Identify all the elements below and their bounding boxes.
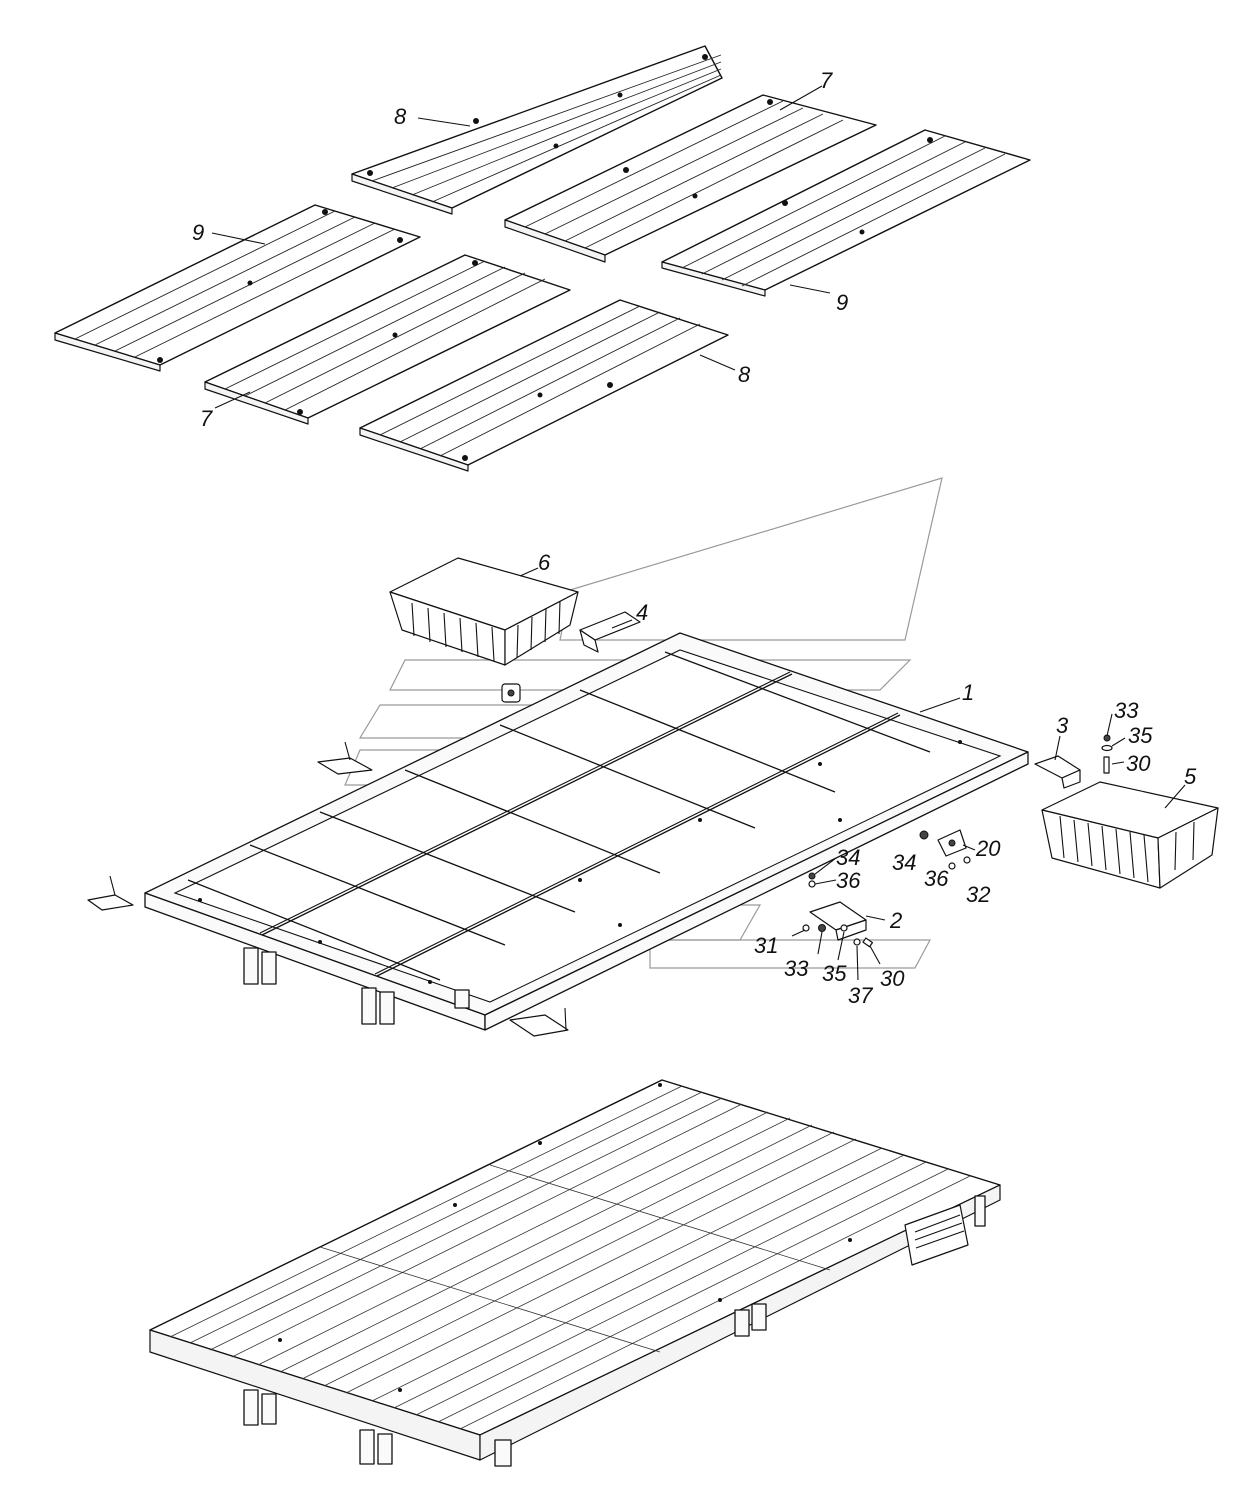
bolt-30-top: [1103, 756, 1110, 774]
callout-35-bottom: 35: [822, 961, 847, 986]
bolt-30-bottom: [862, 937, 874, 948]
assembled-platform: [149, 1079, 1001, 1467]
bracket-left-end: [87, 875, 134, 911]
nut-36-right: [948, 862, 956, 870]
washer-34-mid: [808, 872, 816, 880]
callout-34-mid: 34: [836, 845, 860, 870]
platform-frame-1: [144, 632, 1029, 1031]
leader-lines: [211, 85, 1186, 981]
floor-panel-8-top: [351, 45, 723, 215]
callout-7-bottom: 7: [200, 406, 213, 431]
toolbox-6: [389, 557, 579, 666]
callout-labels: 8 7 9 9 7 8 6 4 1 3 33 35 30 5 20 34 36 …: [192, 68, 1197, 1008]
callout-8-bottom: 8: [738, 362, 751, 387]
floor-panel-7-top: [504, 94, 877, 263]
washer-35-bottom: [840, 924, 848, 932]
bracket-top-mid: [501, 683, 521, 703]
washer-37: [853, 938, 861, 946]
floor-panel-8-bottom: [359, 299, 729, 472]
callout-4: 4: [636, 600, 648, 625]
bracket-front-bottom: [509, 1007, 569, 1037]
callout-9-left: 9: [192, 220, 204, 245]
nut-33-bottom: [818, 924, 826, 932]
bolt-31: [802, 924, 810, 932]
hardware-20: [937, 829, 967, 857]
callout-32: 32: [966, 882, 990, 907]
callout-6: 6: [538, 550, 551, 575]
callout-9-right: 9: [836, 290, 848, 315]
nut-36-mid: [808, 880, 816, 888]
bolt-32: [963, 856, 971, 864]
callout-37: 37: [848, 983, 873, 1008]
callout-30-bottom: 30: [880, 966, 905, 991]
callout-36-mid: 36: [836, 868, 861, 893]
callout-2: 2: [889, 908, 902, 933]
callout-35-top: 35: [1128, 723, 1153, 748]
callout-36-right: 36: [924, 866, 949, 891]
washer-35-top: [1101, 744, 1113, 752]
callout-30-top: 30: [1126, 751, 1151, 776]
callout-33-top: 33: [1114, 698, 1139, 723]
bracket-3: [1034, 755, 1081, 789]
callout-31: 31: [754, 933, 778, 958]
callout-3: 3: [1056, 713, 1069, 738]
callout-8-top: 8: [394, 104, 407, 129]
bracket-4: [579, 611, 641, 653]
floor-panel-9-right: [661, 129, 1031, 297]
bracket-2: [809, 901, 867, 941]
callout-34-right: 34: [892, 850, 916, 875]
callout-7-top: 7: [820, 68, 833, 93]
bracket-left-top: [317, 741, 373, 775]
floor-panel-7-bottom: [204, 254, 571, 425]
callout-1: 1: [962, 680, 974, 705]
callout-33-bottom: 33: [784, 956, 809, 981]
callout-5: 5: [1184, 764, 1197, 789]
toolbox-5: [1041, 781, 1219, 889]
callout-20: 20: [975, 836, 1001, 861]
washer-34-right: [919, 830, 929, 840]
floor-panel-9-left: [54, 204, 421, 372]
